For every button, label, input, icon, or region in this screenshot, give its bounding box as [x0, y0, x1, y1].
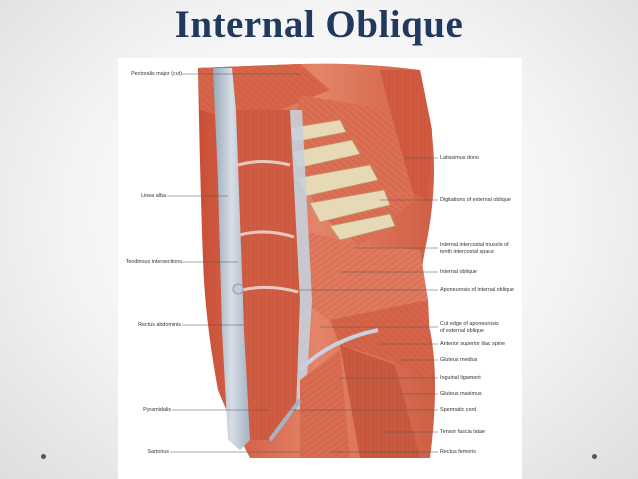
label-pyramidalis: Pyramidalis	[143, 407, 171, 413]
spermatic-cord	[268, 398, 302, 442]
label-gluteus-maximus: Gluteus maximus	[440, 391, 482, 397]
label-rectus-femoris: Rectus femoris	[440, 449, 476, 455]
linea-alba	[213, 68, 250, 450]
label-latissimus-dorsi: Latissimus dorsi	[440, 155, 479, 161]
label-gluteus-medius: Gluteus medius	[440, 357, 478, 363]
tendinous-intersections	[237, 160, 299, 294]
label-internal-intercostal: Internal intercostal muscle of	[440, 242, 509, 248]
label-cut-edge-aponeurosis: Cut edge of aponeurosis	[440, 321, 499, 327]
inguinal-ligament	[298, 328, 379, 372]
label-digitations-external-oblique: Digitations of external oblique	[440, 197, 511, 203]
leader-lines-left	[167, 73, 300, 453]
slide-dot-right	[592, 454, 597, 459]
aponeurosis-internal-oblique	[290, 110, 312, 410]
label-internal-oblique: Internal oblique	[440, 269, 477, 275]
label-aponeurosis-internal-oblique: Aponeurosis of internal oblique	[440, 287, 515, 293]
label-tensor-fascia-latae: Tensor fascia latae	[440, 429, 485, 435]
label-external-oblique: of external oblique	[440, 328, 485, 334]
label-inguinal-ligament: Inguinal ligament	[440, 375, 481, 381]
label-rectus-abdominis: Rectus abdominis	[138, 322, 181, 328]
leader-lines-right	[290, 157, 438, 453]
slide-title: Internal Oblique	[174, 3, 464, 46]
label-anterior-superior-iliac-spine: Anterior superior iliac spine	[440, 341, 506, 347]
label-tenth-intercostal-space: tenth intercostal space	[440, 249, 494, 255]
label-spermatic-cord: Spermatic cord	[440, 407, 477, 413]
label-pectoralis-major: Pectoralis major (cut)	[131, 71, 182, 77]
label-sartorius: Sartorius	[147, 449, 169, 455]
slide-dot-left	[41, 454, 46, 459]
label-linea-alba: Linea alba	[141, 193, 166, 199]
umbilicus	[232, 283, 244, 295]
label-tendinous-intersections: Tendinous intersections	[125, 259, 182, 265]
